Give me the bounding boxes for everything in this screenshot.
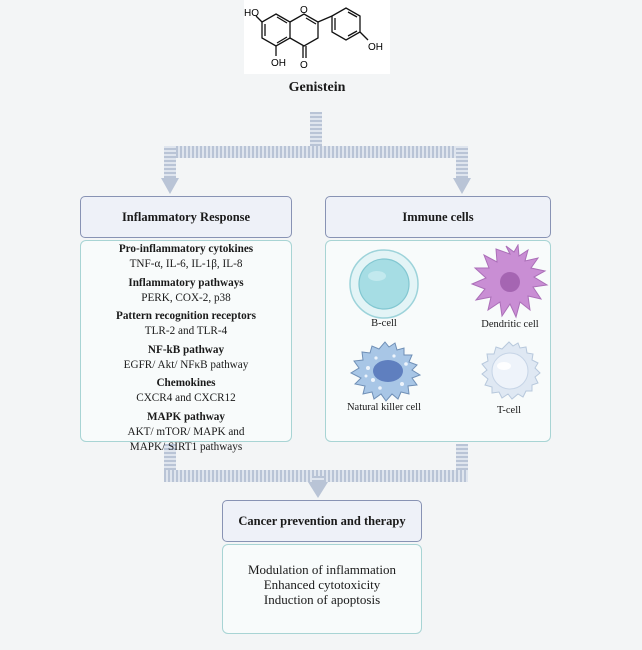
immune-header-label: Immune cells: [402, 209, 474, 224]
item-heading: NF-kB pathway: [147, 343, 225, 356]
b-cell-icon: [349, 249, 419, 319]
cancer-header-label: Cancer prevention and therapy: [238, 513, 406, 528]
outcome-item: Induction of apoptosis: [263, 592, 381, 607]
b-cell-label: B-cell: [371, 318, 397, 329]
item-value-continued: MAPK/ SIRT1 pathways: [129, 441, 243, 453]
dendritic-cell-icon: [470, 244, 549, 319]
ho-label: HO: [244, 8, 259, 19]
carbonyl-oxygen-label: O: [300, 60, 308, 71]
item-value: EGFR/ Akt/ NFκB pathway: [123, 358, 249, 371]
item-heading: Chemokines: [156, 377, 216, 389]
t-cell-icon: [481, 341, 541, 400]
outcome-item: Modulation of inflammation: [247, 562, 397, 577]
item-value: TLR-2 and TLR-4: [144, 325, 228, 337]
outcomes-panel: [222, 544, 422, 634]
inflammatory-header-label: Inflammatory Response: [121, 209, 251, 224]
item-value: PERK, COX-2, p38: [141, 291, 231, 304]
merge-arrow-bottom: [164, 444, 468, 498]
oh-right-label: OH: [368, 42, 383, 53]
genistein-structure: HO O OH O OH: [244, 0, 390, 74]
inflammatory-list: Pro-inflammatory cytokines TNF-α, IL-6, …: [80, 240, 292, 459]
item-value: CXCR4 and CXCR12: [136, 392, 236, 404]
nk-cell-icon: [349, 341, 422, 402]
split-arrow-top: [161, 112, 471, 194]
ring-oxygen-label: O: [300, 5, 308, 16]
immune-cells-header: Immune cells: [325, 196, 551, 238]
item-heading: Pattern recognition receptors: [115, 310, 256, 322]
inflammatory-panel: [80, 240, 292, 442]
dendritic-cell-label: Dendritic cell: [481, 319, 539, 330]
item-heading: Pro-inflammatory cytokines: [118, 243, 254, 255]
inflammatory-response-header: Inflammatory Response: [80, 196, 292, 238]
oh-bottom-label: OH: [271, 58, 286, 69]
compound-name: Genistein: [288, 80, 346, 95]
t-cell-label: T-cell: [496, 405, 522, 416]
outcome-item: Enhanced cytotoxicity: [263, 577, 381, 592]
item-value: TNF-α, IL-6, IL-1β, IL-8: [129, 258, 243, 270]
cancer-prevention-header: Cancer prevention and therapy: [222, 500, 422, 542]
item-value: AKT/ mTOR/ MAPK and: [127, 425, 245, 438]
item-heading: Inflammatory pathways: [128, 276, 244, 289]
outcomes-list: Modulation of inflammation Enhanced cyto…: [222, 562, 422, 607]
item-heading: MAPK pathway: [146, 410, 225, 423]
nk-cell-label: Natural killer cell: [346, 402, 422, 413]
